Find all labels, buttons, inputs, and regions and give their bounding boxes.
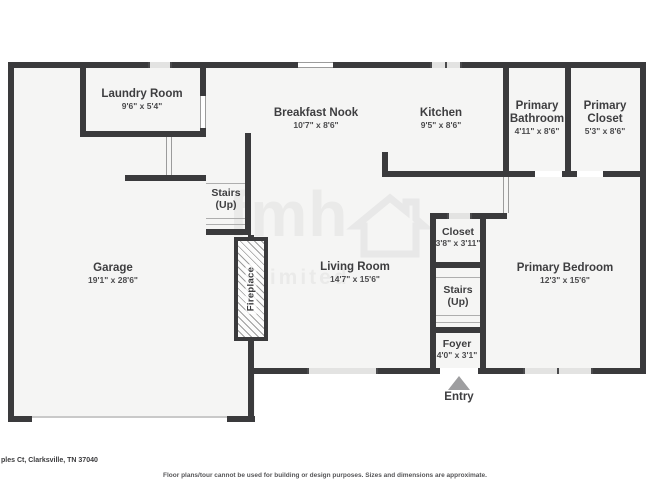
room-dims: 9'5" x 8'6" — [420, 120, 462, 130]
passage-line — [503, 177, 504, 213]
window-tick — [445, 62, 447, 68]
room-dims: 12'3" x 15'6" — [540, 275, 590, 285]
room-name: Primary Bedroom — [516, 262, 614, 274]
room-name: Laundry Room — [101, 88, 183, 100]
fireplace-label: Fireplace — [245, 263, 257, 315]
room-name: Kitchen — [419, 107, 463, 119]
room-label-closet: Closet 3'8" x 3'11" — [436, 226, 481, 249]
opening-top-breakfast — [298, 62, 333, 68]
room-label-garage: Garage 19'1" x 28'6" — [88, 262, 138, 286]
passage-line — [171, 137, 172, 175]
room-label-primary-bathroom: Primary Bathroom 4'11" x 8'6" — [506, 100, 568, 137]
door-closet-top — [447, 213, 472, 219]
room-name: Breakfast Nook — [273, 107, 359, 119]
footer-disclaimer: Floor plans/tour cannot be used for buil… — [163, 472, 487, 479]
stair-tread — [436, 277, 480, 278]
room-name: Foyer — [442, 338, 472, 350]
garage-door-opening — [32, 416, 227, 422]
window-laundry-top — [148, 62, 172, 68]
room-dims: 4'0" x 3'1" — [436, 350, 478, 360]
wall-stairs-upper-right — [245, 133, 251, 235]
stairs-lower-label: Stairs (Up) — [443, 284, 472, 308]
room-dims: 3'8" x 3'11" — [435, 238, 481, 248]
room-dims: 5'3" x 8'6" — [584, 126, 626, 136]
room-dims: 19'1" x 28'6" — [88, 275, 138, 285]
wall-outer-right — [640, 62, 646, 374]
room-dims: 10'7" x 8'6" — [293, 120, 339, 130]
wall-laundry-bottom — [80, 131, 206, 137]
wall-kitchen-bathroom — [503, 62, 509, 177]
room-label-kitchen: Kitchen 9'5" x 8'6" — [420, 107, 462, 131]
room-name: Living Room — [320, 261, 390, 273]
room-dims: 4'11" x 8'6" — [514, 126, 560, 136]
fireplace: Fireplace — [234, 237, 268, 341]
floor-fill-garage — [8, 374, 255, 422]
stair-tread — [206, 224, 245, 225]
room-dims: 9'6" x 5'4" — [121, 101, 163, 111]
wall-laundry-left — [80, 62, 86, 137]
room-label-laundry: Laundry Room 9'6" x 5'4" — [101, 88, 182, 112]
window-tick — [557, 368, 559, 374]
door-bathroom — [535, 171, 562, 177]
stair-tread — [436, 322, 480, 323]
wall-outer-left — [8, 62, 14, 422]
room-label-foyer: Foyer 4'0" x 3'1" — [437, 338, 477, 361]
stair-tread — [206, 218, 245, 219]
room-name: Primary Bathroom — [509, 100, 565, 125]
room-label-breakfast-nook: Breakfast Nook 10'7" x 8'6" — [274, 107, 358, 131]
stairs-label: Stairs — [211, 187, 241, 199]
stairs-upper-label: Stairs (Up) — [211, 187, 240, 211]
wall-bathroom-closet — [565, 62, 571, 177]
stairs-label: Stairs — [443, 284, 473, 296]
watermark-house-icon — [346, 193, 434, 258]
room-dims: 14'7" x 15'6" — [330, 274, 380, 284]
stair-tread — [436, 315, 480, 316]
floor-fill-main — [8, 62, 646, 374]
wall-closet-stairs-divider — [432, 262, 485, 268]
window-living-bottom — [307, 368, 378, 374]
wall-bedroom-left — [480, 213, 486, 374]
door-primary-closet — [577, 171, 603, 177]
stairs-up-label: (Up) — [447, 296, 469, 308]
room-label-primary-bedroom: Primary Bedroom 12'3" x 15'6" — [517, 262, 614, 286]
passage-line — [508, 177, 509, 213]
room-label-primary-closet: Primary Closet 5'3" x 8'6" — [579, 100, 631, 137]
room-name: Closet — [441, 226, 475, 238]
wall-stairs-lower-bottom — [432, 327, 486, 333]
wall-closet-left — [430, 213, 436, 374]
watermark-subtext: Limited — [254, 266, 350, 289]
wall-hall — [125, 175, 206, 181]
wall-stairs-upper-bottom — [206, 229, 251, 235]
wall-kitchen-bottom — [382, 171, 509, 177]
entry-arrow-icon — [448, 376, 470, 390]
room-name: Garage — [93, 262, 133, 274]
door-laundry-right — [200, 96, 206, 128]
room-name: Primary Closet — [583, 100, 627, 125]
stair-tread — [206, 183, 245, 184]
stairs-up-label: (Up) — [215, 199, 237, 211]
footer-address: ples Ct, Clarksville, TN 37040 — [1, 457, 98, 464]
passage-line — [166, 137, 167, 175]
entry-opening — [440, 368, 478, 374]
room-label-living-room: Living Room 14'7" x 15'6" — [320, 261, 390, 285]
entry-label: Entry — [444, 391, 474, 403]
wall-bathroom-closet-bottom — [503, 171, 646, 177]
wall-kitchen-stub — [382, 152, 388, 177]
